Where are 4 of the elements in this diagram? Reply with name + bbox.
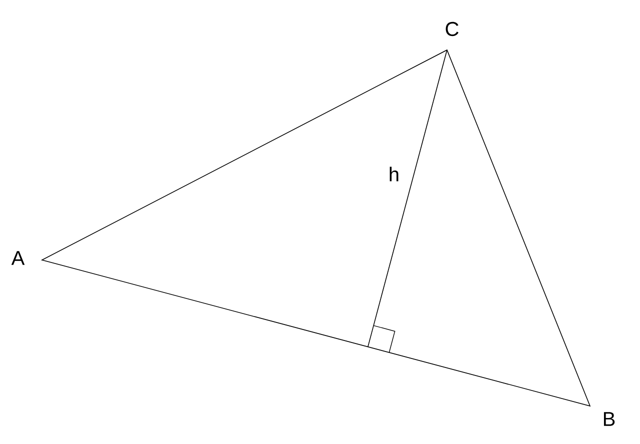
vertex-label: C bbox=[446, 22, 458, 36]
vertex-label: A bbox=[11, 251, 25, 265]
vertex-label: B bbox=[604, 412, 615, 426]
altitude-label: h bbox=[390, 166, 398, 182]
